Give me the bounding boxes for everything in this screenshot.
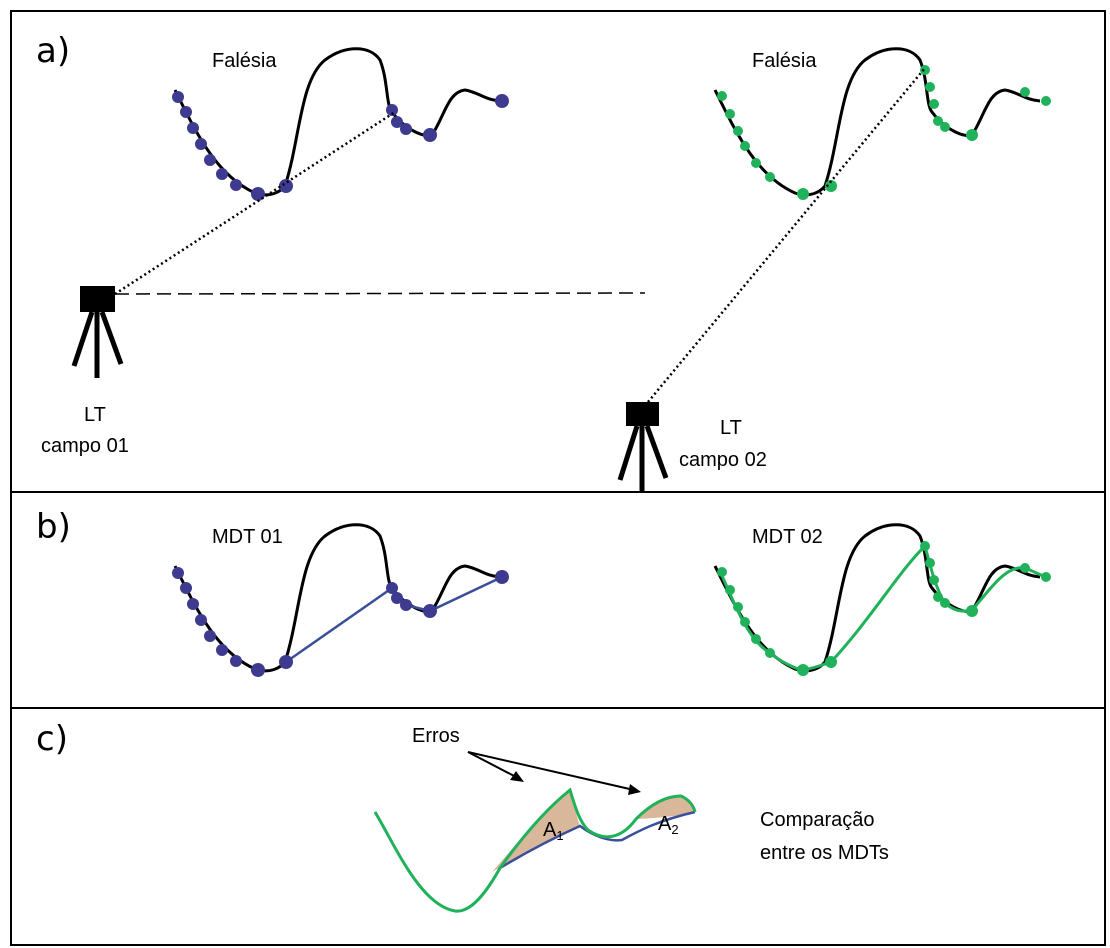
station-02-label-line1: LT <box>720 417 742 439</box>
station-01-label-line1: LT <box>84 404 106 426</box>
panel-a-right-title: Falésia <box>752 50 817 72</box>
figure-frame <box>10 10 1106 946</box>
panel-label-c: c) <box>36 719 68 759</box>
line-of-sight-01 <box>114 110 396 296</box>
panel-b-right-title: MDT 02 <box>752 526 823 548</box>
survey-points-campo-01 <box>172 91 509 201</box>
horizontal-reference-line <box>114 292 646 295</box>
area-a1-label: A1 <box>543 819 564 843</box>
panel-label-a: a) <box>36 31 70 71</box>
comparison-label-line1: Comparação <box>760 809 875 831</box>
errors-pointer-arrows <box>467 751 641 795</box>
tripod-icon-campo-02 <box>617 402 669 492</box>
tripod-icon-campo-01 <box>71 286 124 378</box>
panel-a-left-title: Falésia <box>212 50 277 72</box>
station-02-label-line2: campo 02 <box>679 449 767 471</box>
mdt-02-surface <box>718 543 1047 672</box>
errors-label: Erros <box>412 725 460 747</box>
station-01-label-line2: campo 01 <box>41 435 129 457</box>
panel-b-left-title: MDT 01 <box>212 526 283 548</box>
mdt-02-points <box>717 541 1051 676</box>
panel-label-b: b) <box>36 507 71 547</box>
survey-points-campo-02 <box>717 65 1051 200</box>
comparison-label-line2: entre os MDTs <box>760 842 889 864</box>
area-a2-label: A2 <box>658 813 679 837</box>
comparison-mdt-02 <box>373 787 697 913</box>
error-area-a2 <box>636 796 695 819</box>
mdt-01-points <box>172 567 509 677</box>
line-of-sight-02 <box>647 67 926 403</box>
